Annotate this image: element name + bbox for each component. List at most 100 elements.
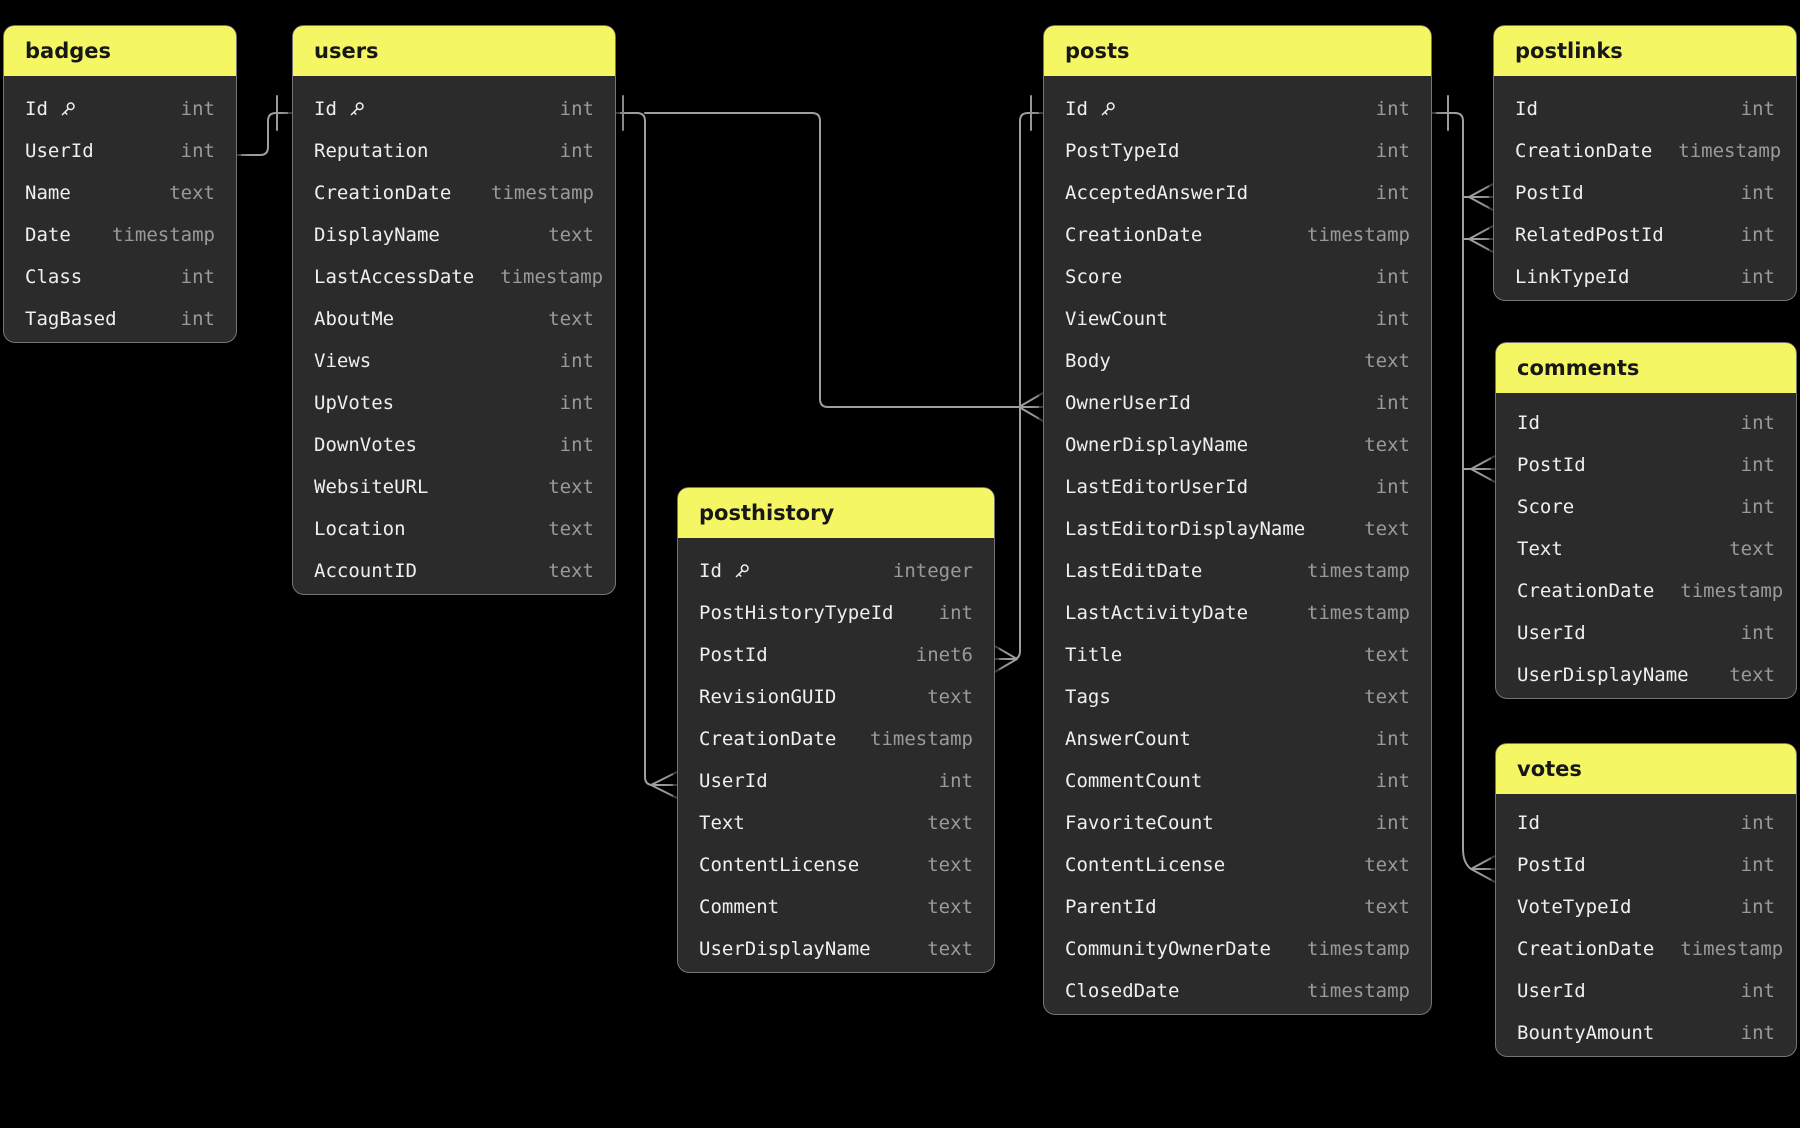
field-row[interactable]: Id int — [4, 88, 236, 130]
field-row[interactable]: UpVotes int — [293, 382, 615, 424]
field-row[interactable]: LastEditorUserId int — [1044, 466, 1431, 508]
field-row[interactable]: CreationDate timestamp — [1496, 928, 1796, 970]
table-users[interactable]: users Id int Reputation int CreationDate… — [292, 25, 616, 596]
field-name: Id — [1517, 812, 1540, 834]
table-votes-header[interactable]: votes — [1496, 744, 1796, 795]
table-postlinks[interactable]: postlinks Id int CreationDate timestamp … — [1493, 25, 1797, 302]
field-row[interactable]: UserId int — [4, 130, 236, 172]
field-row[interactable]: BountyAmount int — [1496, 1012, 1796, 1054]
field-name-label: Id — [25, 98, 48, 121]
table-title: votes — [1517, 757, 1582, 781]
field-row[interactable]: ClosedDate timestamp — [1044, 970, 1431, 1012]
table-votes[interactable]: votes Id int PostId int VoteTypeId int C… — [1495, 743, 1797, 1058]
field-row[interactable]: DisplayName text — [293, 214, 615, 256]
table-comments-header[interactable]: comments — [1496, 343, 1796, 394]
field-row[interactable]: FavoriteCount int — [1044, 802, 1431, 844]
field-row[interactable]: CreationDate timestamp — [1044, 214, 1431, 256]
field-row[interactable]: CreationDate timestamp — [293, 172, 615, 214]
field-row[interactable]: DownVotes int — [293, 424, 615, 466]
table-posts-header[interactable]: posts — [1044, 26, 1431, 77]
field-row[interactable]: ContentLicense text — [678, 844, 994, 886]
field-row[interactable]: Tags text — [1044, 676, 1431, 718]
field-row[interactable]: LastAccessDate timestamp — [293, 256, 615, 298]
field-row[interactable]: PostTypeId int — [1044, 130, 1431, 172]
field-row[interactable]: Text text — [1496, 528, 1796, 570]
field-row[interactable]: WebsiteURL text — [293, 466, 615, 508]
field-row[interactable]: TagBased int — [4, 298, 236, 340]
field-row[interactable]: PostId int — [1496, 444, 1796, 486]
field-type: timestamp — [1307, 602, 1410, 625]
field-row[interactable]: Body text — [1044, 340, 1431, 382]
field-name-label: AboutMe — [314, 308, 395, 331]
table-badges-fields: Id int UserId int Name text Date timesta… — [4, 76, 236, 342]
field-row[interactable]: Date timestamp — [4, 214, 236, 256]
field-row[interactable]: LastEditDate timestamp — [1044, 550, 1431, 592]
field-row[interactable]: OwnerUserId int — [1044, 382, 1431, 424]
field-type: text — [927, 938, 973, 961]
field-row[interactable]: RevisionGUID text — [678, 676, 994, 718]
field-row[interactable]: ParentId text — [1044, 886, 1431, 928]
table-posthistory-header[interactable]: posthistory — [678, 488, 994, 539]
field-row[interactable]: AboutMe text — [293, 298, 615, 340]
field-row[interactable]: Location text — [293, 508, 615, 550]
field-row[interactable]: PostHistoryTypeId int — [678, 592, 994, 634]
field-row[interactable]: LastActivityDate timestamp — [1044, 592, 1431, 634]
field-row[interactable]: PostId inet6 — [678, 634, 994, 676]
field-row[interactable]: UserId int — [1496, 612, 1796, 654]
field-row[interactable]: UserDisplayName text — [1496, 654, 1796, 696]
field-row[interactable]: Reputation int — [293, 130, 615, 172]
table-posts[interactable]: posts Id int PostTypeId int AcceptedAnsw… — [1043, 25, 1432, 1016]
field-row[interactable]: Score int — [1496, 486, 1796, 528]
field-row[interactable]: Comment text — [678, 886, 994, 928]
field-row[interactable]: Id integer — [678, 550, 994, 592]
field-row[interactable]: OwnerDisplayName text — [1044, 424, 1431, 466]
field-row[interactable]: Id int — [1494, 88, 1796, 130]
field-row[interactable]: PostId int — [1496, 844, 1796, 886]
field-name-label: UpVotes — [314, 392, 395, 415]
table-postlinks-header[interactable]: postlinks — [1494, 26, 1796, 77]
table-badges-header[interactable]: badges — [4, 26, 236, 77]
table-badges[interactable]: badges Id int UserId int Name text Date … — [3, 25, 237, 344]
field-name-label: Title — [1065, 644, 1123, 667]
field-row[interactable]: AcceptedAnswerId int — [1044, 172, 1431, 214]
field-row[interactable]: ContentLicense text — [1044, 844, 1431, 886]
field-name-label: LastEditorDisplayName — [1065, 518, 1306, 541]
field-row[interactable]: CreationDate timestamp — [678, 718, 994, 760]
field-row[interactable]: LastEditorDisplayName text — [1044, 508, 1431, 550]
field-row[interactable]: UserId int — [678, 760, 994, 802]
field-name-label: VoteTypeId — [1517, 896, 1632, 919]
field-row[interactable]: Id int — [1496, 802, 1796, 844]
field-row[interactable]: Id int — [1496, 402, 1796, 444]
field-row[interactable]: Id int — [1044, 88, 1431, 130]
field-row[interactable]: AnswerCount int — [1044, 718, 1431, 760]
table-users-header[interactable]: users — [293, 26, 615, 77]
field-name: DisplayName — [314, 224, 440, 246]
field-row[interactable]: UserDisplayName text — [678, 928, 994, 970]
field-row[interactable]: LinkTypeId int — [1494, 256, 1796, 298]
field-name: AcceptedAnswerId — [1065, 182, 1248, 204]
field-row[interactable]: Title text — [1044, 634, 1431, 676]
field-name-label: Score — [1065, 266, 1123, 289]
field-row[interactable]: CreationDate timestamp — [1496, 570, 1796, 612]
field-row[interactable]: Score int — [1044, 256, 1431, 298]
table-comments[interactable]: comments Id int PostId int Score int Tex… — [1495, 342, 1797, 700]
field-row[interactable]: AccountID text — [293, 550, 615, 592]
field-row[interactable]: VoteTypeId int — [1496, 886, 1796, 928]
field-row[interactable]: ViewCount int — [1044, 298, 1431, 340]
field-type: timestamp — [1680, 938, 1784, 961]
field-row[interactable]: Class int — [4, 256, 236, 298]
field-row[interactable]: Name text — [4, 172, 236, 214]
field-name: CreationDate — [1517, 938, 1654, 960]
field-row[interactable]: CommentCount int — [1044, 760, 1431, 802]
field-name-label: CreationDate — [1517, 580, 1655, 603]
field-row[interactable]: Views int — [293, 340, 615, 382]
table-posthistory[interactable]: posthistory Id integer PostHistoryTypeId… — [677, 487, 995, 974]
field-row[interactable]: PostId int — [1494, 172, 1796, 214]
field-row[interactable]: Text text — [678, 802, 994, 844]
field-row[interactable]: Id int — [293, 88, 615, 130]
field-row[interactable]: CreationDate timestamp — [1494, 130, 1796, 172]
field-row[interactable]: UserId int — [1496, 970, 1796, 1012]
field-row[interactable]: RelatedPostId int — [1494, 214, 1796, 256]
field-row[interactable]: CommunityOwnerDate timestamp — [1044, 928, 1431, 970]
